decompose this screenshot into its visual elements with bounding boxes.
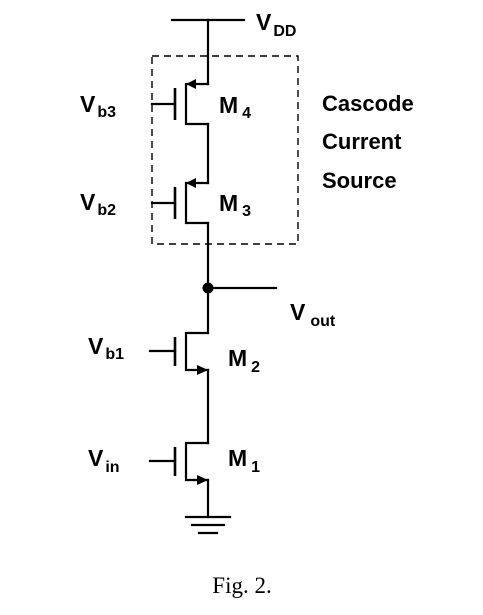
box-label-line-2: Current bbox=[322, 129, 402, 154]
transistor-m2 bbox=[148, 331, 210, 375]
ground-icon bbox=[184, 515, 232, 535]
m4-source-arrow bbox=[186, 79, 196, 89]
m3-source-arrow bbox=[186, 178, 196, 188]
box-label-line-1: Cascode bbox=[322, 91, 414, 116]
m1-source-arrow bbox=[197, 475, 208, 485]
transistor-m4 bbox=[150, 79, 210, 126]
transistor-m1 bbox=[148, 441, 210, 485]
transistor-m3 bbox=[150, 178, 210, 225]
figure-caption: Fig. 2. bbox=[212, 573, 271, 598]
box-label-line-3: Source bbox=[322, 168, 397, 193]
cascode-current-source-box bbox=[151, 55, 299, 245]
m2-source-arrow bbox=[197, 365, 208, 375]
